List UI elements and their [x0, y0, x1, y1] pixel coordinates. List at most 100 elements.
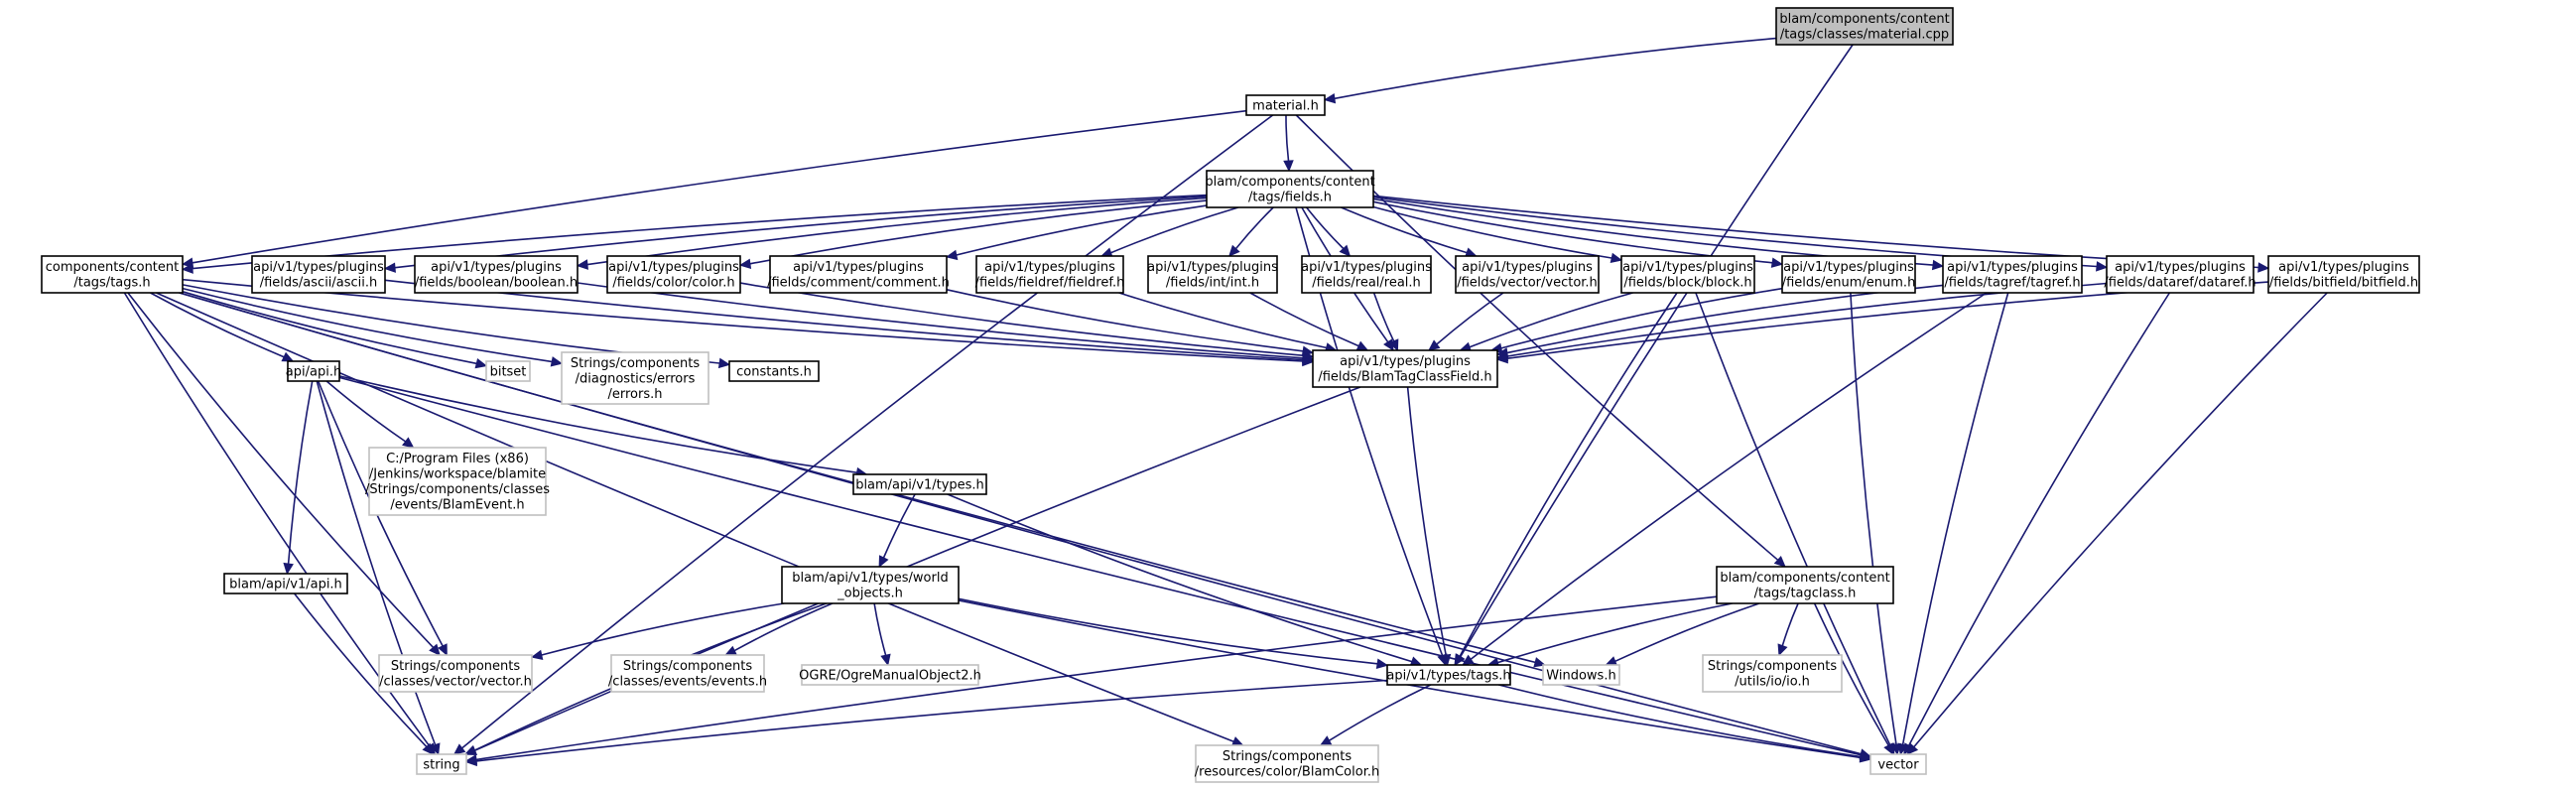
node-label: /resources/color/BlamColor.h — [1195, 765, 1379, 780]
node-ascii[interactable]: api/v1/types/plugins/fields/ascii/ascii.… — [251, 255, 386, 294]
node-label: api/v1/types/plugins — [1340, 354, 1471, 369]
node-box — [368, 447, 547, 516]
edge-apih-to-v1api — [283, 380, 314, 576]
edge-line — [1498, 684, 1862, 758]
node-label: blam/components/content — [1779, 12, 1949, 27]
edge-material-to-string — [452, 114, 1274, 755]
node-dataref[interactable]: api/v1/types/plugins/fields/dataref/data… — [2104, 255, 2256, 294]
node-label: Strings/components — [1223, 749, 1352, 764]
node-bitfield[interactable]: api/v1/types/plugins/fields/bitfield/bit… — [2267, 255, 2420, 294]
edge-color-to-blamtag — [739, 282, 1315, 361]
arrowhead-icon — [1339, 244, 1352, 257]
node-constants[interactable]: constants.h — [728, 360, 820, 382]
node-box — [1301, 255, 1432, 294]
node-label: /fields/fieldref/fieldref.h — [975, 276, 1125, 291]
node-label: material.h — [1252, 98, 1319, 113]
node-apih[interactable]: api/api.h — [286, 360, 341, 382]
node-vector: vector — [1869, 753, 1927, 775]
node-label: /utils/io/io.h — [1735, 675, 1810, 690]
node-box — [251, 255, 386, 294]
node-material[interactable]: material.h — [1245, 94, 1326, 116]
node-v1api[interactable]: blam/api/v1/api.h — [223, 573, 348, 594]
node-blamcolor: Strings/components/resources/color/BlamC… — [1195, 744, 1379, 783]
node-label: /fields/block/block.h — [1623, 276, 1751, 291]
edge-line — [1497, 602, 1733, 664]
node-label: api/v1/types/plugins — [1947, 260, 2078, 275]
edge-root-to-material — [1323, 37, 1777, 104]
node-block[interactable]: api/v1/types/plugins/fields/block/block.… — [1620, 255, 1755, 294]
edge-typestags-to-vector — [1498, 684, 1872, 762]
edge-material-to-tags — [181, 109, 1247, 268]
edge-line — [958, 597, 1378, 665]
edge-line — [1372, 198, 1934, 266]
node-label: bitset — [490, 364, 527, 379]
node-blamtag[interactable]: api/v1/types/plugins/fields/BlamTagClass… — [1312, 349, 1498, 388]
node-box — [2267, 255, 2420, 294]
node-label: /fields/enum/enum.h — [1782, 276, 1916, 291]
node-label: /fields/comment/comment.h — [767, 276, 950, 291]
node-label: api/v1/types/plugins — [1783, 260, 1914, 275]
node-box — [1942, 255, 2083, 294]
node-worldobj[interactable]: blam/api/v1/types/world_objects.h — [781, 566, 960, 604]
node-int[interactable]: api/v1/types/plugins/fields/int/int.h — [1147, 255, 1278, 294]
node-box — [41, 255, 184, 294]
node-label: Strings/components — [391, 659, 520, 674]
node-label: blam/api/v1/types/world — [792, 571, 948, 586]
node-fields[interactable]: blam/components/content/tags/fields.h — [1205, 170, 1375, 208]
node-vecvec: Strings/components/classes/vector/vector… — [378, 654, 533, 693]
edge-apih-to-vecvec — [317, 380, 448, 657]
arrowhead-icon — [429, 643, 441, 656]
arrowhead-icon — [1227, 244, 1240, 257]
node-label: api/v1/types/plugins — [431, 260, 562, 275]
node-enum[interactable]: api/v1/types/plugins/fields/enum/enum.h — [1781, 255, 1916, 294]
edge-tagref-to-vector — [1897, 292, 2009, 756]
node-label: api/v1/types/plugins — [1301, 260, 1432, 275]
arrowhead-icon — [283, 562, 294, 576]
node-color[interactable]: api/v1/types/plugins/fields/color/color.… — [606, 255, 741, 294]
edge-line — [182, 287, 553, 363]
arrowhead-icon — [1610, 252, 1623, 264]
arrowhead-icon — [1428, 339, 1441, 351]
arrowhead-icon — [1388, 338, 1399, 352]
arrowhead-icon — [422, 742, 435, 755]
node-box — [852, 473, 987, 495]
node-label: api/v1/types/plugins — [253, 260, 384, 275]
edge-line — [1118, 292, 1327, 349]
node-typestags[interactable]: api/v1/types/tags.h — [1386, 664, 1511, 686]
node-tagclass[interactable]: blam/components/content/tags/tagclass.h — [1716, 566, 1894, 604]
node-fieldref[interactable]: api/v1/types/plugins/fields/fieldref/fie… — [975, 255, 1125, 294]
arrowhead-icon — [1906, 742, 1919, 755]
edge-fields-to-fieldref — [1099, 206, 1239, 258]
node-box — [1245, 94, 1326, 116]
edge-bitfield-to-blamtag — [1495, 281, 2269, 364]
edge-line — [1813, 602, 1889, 746]
edge-line — [577, 282, 1304, 359]
node-label: vector — [1877, 757, 1919, 772]
edge-tagclass-to-io — [1777, 602, 1799, 657]
arrowhead-icon — [717, 357, 731, 369]
arrowhead-icon — [550, 356, 564, 367]
node-vectorh[interactable]: api/v1/types/plugins/fields/vector/vecto… — [1455, 255, 1600, 294]
node-tags[interactable]: components/content/tags/tags.h — [41, 255, 184, 294]
node-typesh[interactable]: blam/api/v1/types.h — [852, 473, 987, 495]
edge-line — [192, 109, 1247, 264]
arrowhead-icon — [1230, 736, 1244, 746]
node-label: api/v1/types/plugins — [793, 260, 924, 275]
arrowhead-icon — [463, 745, 477, 755]
arrowhead-icon — [1773, 555, 1786, 568]
node-real[interactable]: api/v1/types/plugins/fields/real/real.h — [1301, 255, 1432, 294]
edge-tags-to-errors — [182, 287, 564, 367]
node-tagref[interactable]: api/v1/types/plugins/fields/tagref/tagre… — [1942, 255, 2083, 294]
node-comment[interactable]: api/v1/types/plugins/fields/comment/comm… — [767, 255, 950, 294]
edge-line — [1781, 602, 1799, 646]
edge-line — [1470, 292, 1988, 660]
node-label: /classes/events/events.h — [608, 675, 767, 690]
node-box — [1386, 664, 1511, 686]
edge-tagclass-to-typestags — [1486, 602, 1733, 668]
arrowhead-icon — [452, 743, 466, 755]
edge-line — [1460, 44, 1854, 658]
node-label: /fields/color/color.h — [612, 276, 734, 291]
node-label: /tags/fields.h — [1248, 191, 1332, 205]
node-root[interactable]: blam/components/content/tags/classes/mat… — [1775, 7, 1954, 46]
node-boolean[interactable]: api/v1/types/plugins/fields/boolean/bool… — [414, 255, 579, 294]
